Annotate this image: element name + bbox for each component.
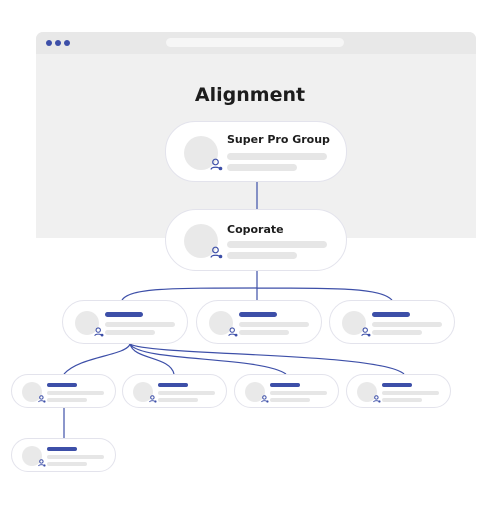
node-title: Super Pro Group xyxy=(227,133,330,146)
user-icon xyxy=(94,327,104,337)
placeholder-line xyxy=(105,322,175,327)
placeholder-line xyxy=(270,391,327,395)
placeholder-line xyxy=(47,398,87,402)
org-node-level2[interactable] xyxy=(329,300,455,344)
name-placeholder xyxy=(239,312,277,317)
connector-corporate-children xyxy=(121,271,393,301)
org-node-root[interactable]: Super Pro Group xyxy=(165,121,347,182)
user-icon xyxy=(38,395,46,403)
placeholder-line xyxy=(227,153,327,160)
placeholder-line xyxy=(227,241,327,248)
placeholder-line xyxy=(270,398,310,402)
user-icon xyxy=(210,158,223,171)
avatar xyxy=(245,382,265,402)
org-node-level2[interactable] xyxy=(62,300,188,344)
browser-window xyxy=(36,32,476,238)
browser-title-bar xyxy=(36,32,476,54)
window-dot-icon xyxy=(46,40,52,46)
user-icon xyxy=(361,327,371,337)
avatar xyxy=(75,311,99,335)
user-icon xyxy=(38,459,46,467)
node-title: Coporate xyxy=(227,223,284,236)
user-icon xyxy=(373,395,381,403)
page-title: Alignment xyxy=(194,84,306,106)
placeholder-line xyxy=(158,398,198,402)
placeholder-line xyxy=(372,330,422,335)
avatar xyxy=(357,382,377,402)
name-placeholder xyxy=(105,312,143,317)
user-icon xyxy=(261,395,269,403)
org-node-level3[interactable] xyxy=(346,374,451,408)
connector-level2-children xyxy=(63,343,405,375)
name-placeholder xyxy=(47,447,77,451)
placeholder-line xyxy=(382,398,422,402)
avatar xyxy=(184,136,218,170)
user-icon xyxy=(210,246,223,259)
name-placeholder xyxy=(372,312,410,317)
placeholder-line xyxy=(158,391,215,395)
avatar xyxy=(209,311,233,335)
org-node-level4[interactable] xyxy=(11,438,116,472)
address-bar xyxy=(166,38,344,47)
user-icon xyxy=(149,395,157,403)
window-dot-icon xyxy=(55,40,61,46)
placeholder-line xyxy=(382,391,439,395)
user-icon xyxy=(228,327,238,337)
placeholder-line xyxy=(372,322,442,327)
avatar xyxy=(22,382,42,402)
placeholder-line xyxy=(239,330,289,335)
placeholder-line xyxy=(47,391,104,395)
placeholder-line xyxy=(47,455,104,459)
name-placeholder xyxy=(270,383,300,387)
org-node-level3[interactable] xyxy=(234,374,339,408)
name-placeholder xyxy=(382,383,412,387)
placeholder-line xyxy=(47,462,87,466)
avatar xyxy=(184,224,218,258)
org-node-corporate[interactable]: Coporate xyxy=(165,209,347,271)
placeholder-line xyxy=(227,164,297,171)
avatar xyxy=(133,382,153,402)
window-dot-icon xyxy=(64,40,70,46)
org-node-level3[interactable] xyxy=(11,374,116,408)
name-placeholder xyxy=(158,383,188,387)
org-node-level2[interactable] xyxy=(196,300,322,344)
avatar xyxy=(342,311,366,335)
placeholder-line xyxy=(239,322,309,327)
placeholder-line xyxy=(227,252,297,259)
placeholder-line xyxy=(105,330,155,335)
avatar xyxy=(22,446,42,466)
org-node-level3[interactable] xyxy=(122,374,227,408)
name-placeholder xyxy=(47,383,77,387)
